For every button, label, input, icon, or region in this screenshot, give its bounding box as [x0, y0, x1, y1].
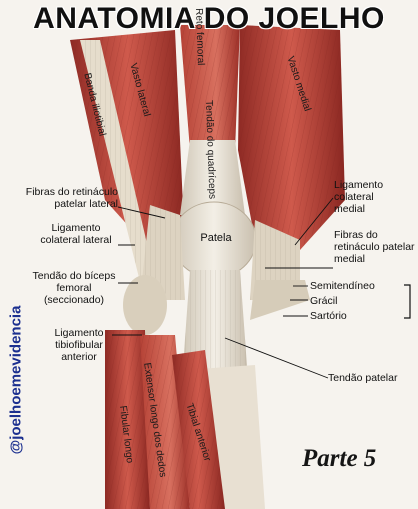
label-tendao-biceps-femoral: Tendão do bíceps femoral (seccionado) [32, 270, 116, 306]
label-gracil: Grácil [310, 295, 338, 307]
label-sartorio: Sartório [310, 310, 347, 322]
watermark-handle: @joelhoemevidencia [7, 305, 25, 455]
label-ligamento-tibiofibular: Ligamento tibiofibular anterior [54, 327, 104, 363]
label-ligamento-colateral-medial: Ligamento colateral medial [334, 179, 384, 215]
label-patela: Patela [200, 232, 232, 244]
label-semitendineo: Semitendíneo [310, 280, 375, 292]
label-ligamento-colateral-lateral: Ligamento colateral lateral [40, 222, 112, 246]
label-tendao-patelar: Tendão patelar [328, 372, 398, 384]
label-fibras-retinaculo-medial: Fibras do retináculo patelar medial [334, 229, 415, 265]
label-fibras-retinaculo-lateral: Fibras do retináculo patelar lateral [25, 186, 118, 210]
page-title: ANATOMIA DO JOELHO [33, 2, 385, 35]
part-label: Parte 5 [302, 445, 377, 472]
